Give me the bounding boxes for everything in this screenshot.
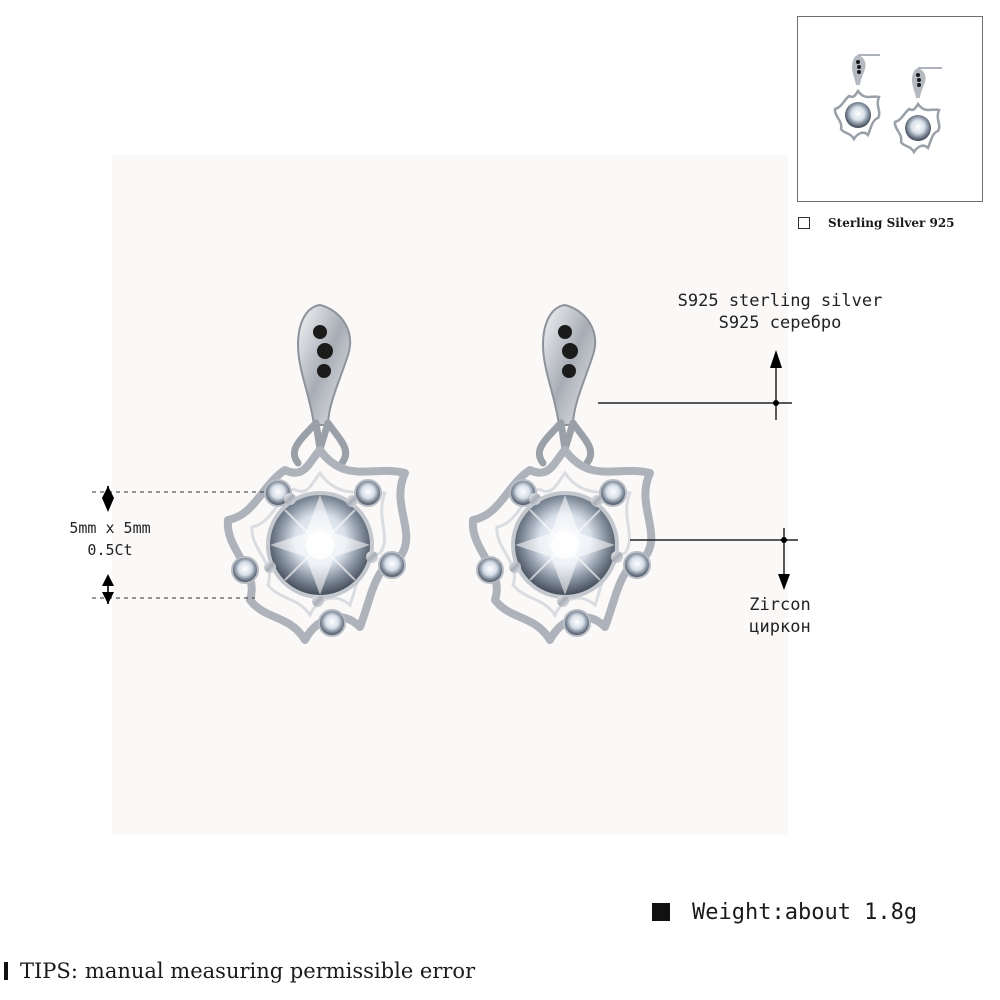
tips-text: manual measuring permissible error [84,959,476,983]
material-callout: S925 sterling silver S925 серебро [660,290,900,334]
material-option-label: Sterling Silver 925 [828,216,955,230]
material-checkbox[interactable] [798,217,810,229]
stone-dimension-marks [92,486,265,604]
stone-carat: 0.5Ct [87,541,133,559]
thumbnail-image [833,53,942,154]
stone-size: 5mm x 5mm [69,519,151,537]
thumbnail-frame[interactable] [797,16,983,202]
stone-size-callout: 5mm x 5mm 0.5Ct [50,517,170,561]
stone-callout-ru: циркон [749,617,811,637]
tips-line: TIPS: manual measuring permissible error [4,958,475,984]
material-callout-en: S925 sterling silver [677,291,883,311]
weight-spec: Weight:about 1.8g [652,898,917,926]
left-earring [228,305,406,640]
right-earring [473,305,651,640]
product-photo-area [112,155,788,835]
material-option[interactable]: Sterling Silver 925 [798,214,998,232]
bullet-square-icon [652,903,670,921]
tips-label: TIPS: [20,959,78,983]
zircon-leader [630,528,798,590]
weight-text: Weight:about 1.8g [692,899,918,925]
stone-callout: Zircon циркон [680,594,880,638]
stone-callout-en: Zircon [749,595,811,615]
bullet-bar-icon [4,962,8,980]
silver-leader [598,350,792,420]
material-callout-ru: S925 серебро [718,313,842,333]
